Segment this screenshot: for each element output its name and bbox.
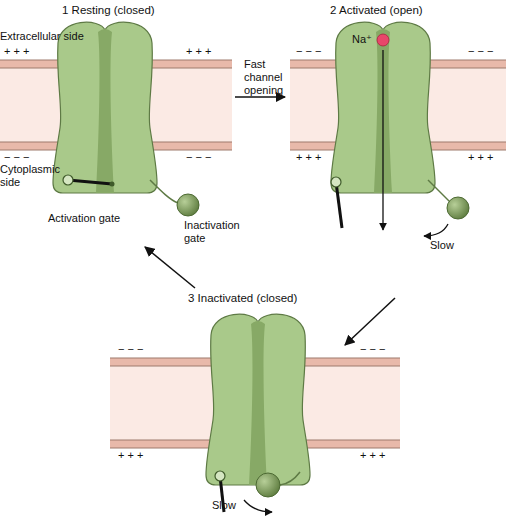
activation-gate [336,182,342,228]
gate-hinge [215,471,225,481]
motion-arrow [244,500,272,512]
activation-gate [68,180,112,184]
charge-label: − − − [360,343,400,356]
charge-label: − − − [468,45,506,58]
ion-flow-arrow [382,50,383,230]
gate-label: Activation gate [48,212,148,225]
side-label: Cytoplasmic side [0,163,72,189]
edge-label: Fast channel opening [244,58,289,97]
rate-label: Slow [430,239,470,252]
charge-label: − − − [296,45,336,58]
transition-arrow [235,96,285,98]
charge-label: + + + [360,449,400,462]
state-title: 1 Resting (closed) [62,4,155,16]
gate-hinge [331,177,341,187]
inactivation-ball [177,194,199,216]
inactivation-ball [256,473,280,497]
charge-label: − − − [186,151,226,164]
state-title: 2 Activated (open) [330,4,423,16]
charge-label: + + + [186,45,226,58]
gate-tip [110,182,115,187]
channel-protein [206,314,310,485]
charge-label: + + + [118,449,158,462]
sodium-ion [377,34,389,46]
ion-label: Na⁺ [352,33,382,46]
charge-label: + + + [296,151,336,164]
charge-label: + + + [4,45,44,58]
tether [150,180,178,203]
tether [428,180,450,202]
channel-state: 3 Inactivated (closed) [170,288,345,493]
inactivation-ball [447,197,469,219]
transition-arrow [145,247,195,288]
transition-arrow [345,298,395,345]
charge-label: − − − [118,343,158,356]
gate-label: Inactivation gate [184,219,254,245]
side-label: Extracellular side [0,30,120,43]
state-title: 3 Inactivated (closed) [188,292,297,304]
tether [280,472,300,485]
channel-protein [53,22,157,193]
charge-label: − − − [4,151,44,164]
motion-arrow [424,224,448,236]
charge-label: + + + [468,151,506,164]
gate-hinge [63,175,73,185]
rate-label: Slow [212,499,252,512]
